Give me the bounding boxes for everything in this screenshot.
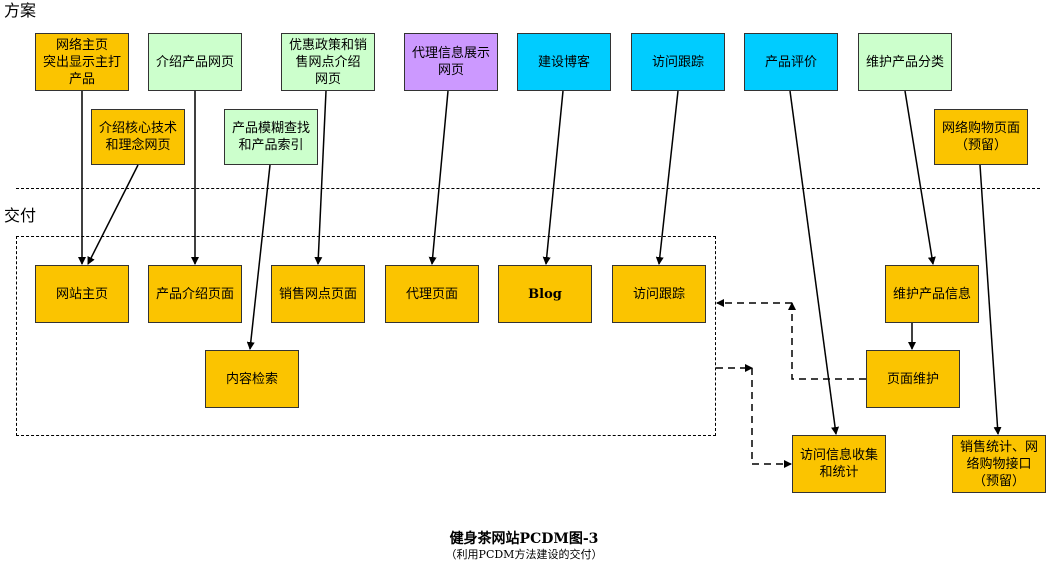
delivery-outlet-page-box[interactable]: 销售网点页面	[271, 265, 365, 323]
delivery-visit-tracking-box[interactable]: 访问跟踪	[612, 265, 706, 323]
dashed-arrow-page-maintenance-to-frame	[788, 302, 866, 380]
plan-core-tech-box[interactable]: 介绍核心技术 和理念网页	[91, 109, 185, 165]
plan-visit-tracking-box[interactable]: 访问跟踪	[631, 33, 725, 91]
delivery-maintain-product-info-box[interactable]: 维护产品信息	[885, 265, 979, 323]
arrow-review-to-visit-info	[789, 90, 840, 435]
delivery-product-intro-box[interactable]: 产品介绍页面	[148, 265, 242, 323]
delivery-visit-info-collect-box[interactable]: 访问信息收集 和统计	[792, 435, 886, 493]
plan-blog-box[interactable]: 建设博客	[517, 33, 611, 91]
delivery-site-home-box[interactable]: 网站主页	[35, 265, 129, 323]
arrow-core-tech-to-site-home	[87, 164, 139, 265]
plan-fuzzy-search-box[interactable]: 产品模糊查找 和产品索引	[224, 109, 318, 165]
section-divider	[16, 188, 1040, 189]
delivery-agent-page-box[interactable]: 代理页面	[385, 265, 479, 323]
diagram-subtitle: （利用PCDM方法建设的交付）	[445, 548, 603, 561]
arrow-fuzzy-search-to-content-search	[246, 164, 271, 350]
arrow-shopping-to-sales-stats	[979, 164, 1002, 435]
plan-product-review-box[interactable]: 产品评价	[744, 33, 838, 91]
delivery-page-maintenance-box[interactable]: 页面维护	[866, 350, 960, 408]
delivery-scope-frame	[16, 236, 716, 436]
arrow-agent-info-to-agent-page	[428, 90, 449, 265]
plan-section-label: 方案	[4, 1, 37, 20]
plan-promo-outlet-box[interactable]: 优惠政策和销 售网点介绍 网页	[281, 33, 375, 91]
arrow-category-to-maintain-info	[904, 90, 936, 265]
diagram-title: 健身茶网站PCDM图-3	[449, 531, 599, 547]
delivery-section-label: 交付	[4, 206, 37, 225]
arrow-visit-tracking	[655, 90, 679, 265]
plan-maintain-category-box[interactable]: 维护产品分类	[858, 33, 952, 91]
delivery-blog-box[interactable]: Blog	[498, 265, 592, 323]
arrow-promo-to-outlet	[314, 90, 327, 265]
plan-agent-info-box[interactable]: 代理信息展示 网页	[404, 33, 498, 91]
plan-homepage-box[interactable]: 网络主页 突出显示主打 产品	[35, 33, 129, 91]
arrow-blog	[542, 90, 564, 265]
delivery-content-search-box[interactable]: 内容检索	[205, 350, 299, 408]
dashed-arrow-to-visit-info	[751, 368, 792, 468]
plan-product-intro-box[interactable]: 介绍产品网页	[148, 33, 242, 91]
delivery-sales-stats-box[interactable]: 销售统计、网 络购物接口 （预留）	[952, 435, 1046, 493]
plan-online-shopping-box[interactable]: 网络购物页面 （预留）	[934, 109, 1028, 165]
